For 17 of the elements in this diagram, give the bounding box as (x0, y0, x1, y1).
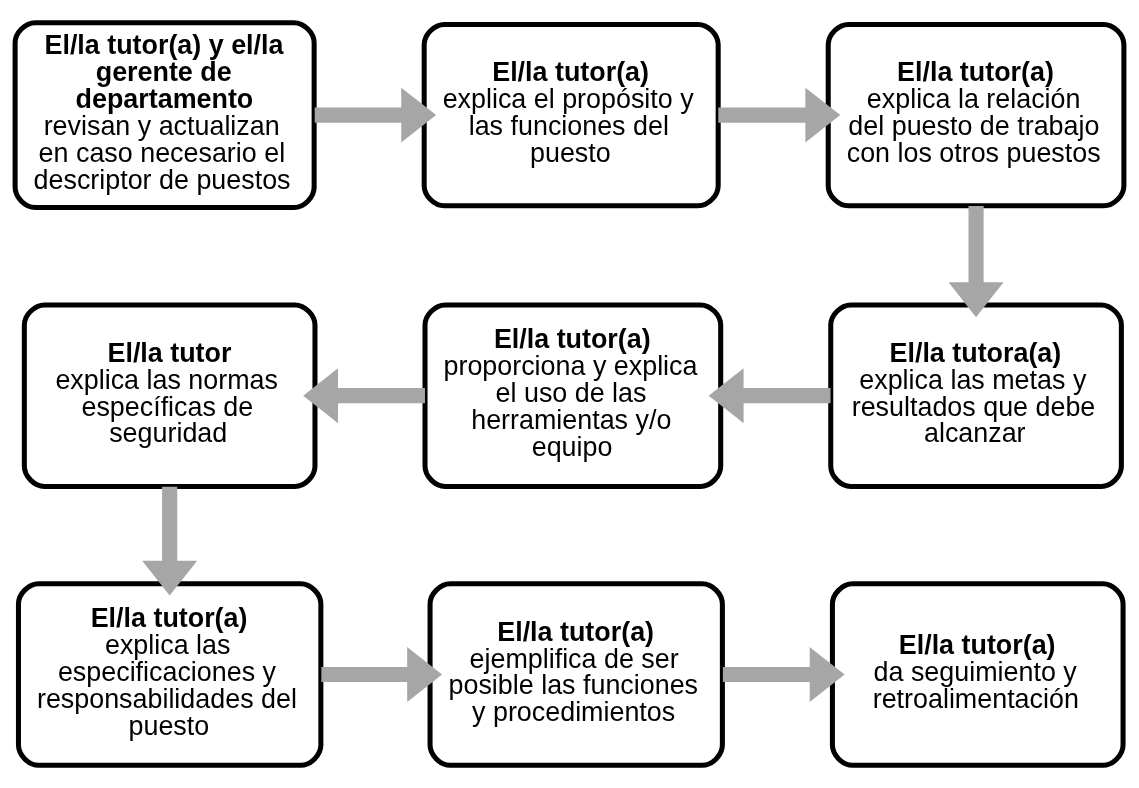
node-box: El/la tutor(a) da seguimiento y retroalimentación (829, 581, 1126, 768)
node-box: El/la tutor(a) y el/la gerente de departamento revisan y actualizan en caso necesario el descriptor de puestos (12, 20, 317, 211)
node-box: El/la tutora(a) explica las metas y resultados que debe alcanzar (828, 302, 1124, 489)
arrow (722, 647, 845, 703)
node-box: El/la tutor(a) explica la relación del puesto de trabajo con los otros puestos (825, 21, 1127, 209)
node-box: El/la tutor explica las normas específicas de seguridad (21, 302, 318, 489)
arrow (142, 486, 198, 596)
node-box: El/la tutor(a) explica las especificaciones y responsabilidades del puesto (15, 581, 324, 768)
node-box: El/la tutor(a) ejemplifica de ser posible las funciones y procedimientos (427, 581, 725, 768)
arrow (948, 206, 1004, 318)
arrow (708, 368, 831, 424)
arrow (321, 647, 443, 703)
arrow (718, 87, 841, 143)
arrow (303, 368, 425, 424)
node-box: El/la tutor(a) explica el propósito y las funciones del puesto (421, 21, 721, 209)
node-box: El/la tutor(a) proporciona y explica el uso de las herramientas y/o equipo (422, 302, 724, 489)
arrow (314, 87, 437, 143)
